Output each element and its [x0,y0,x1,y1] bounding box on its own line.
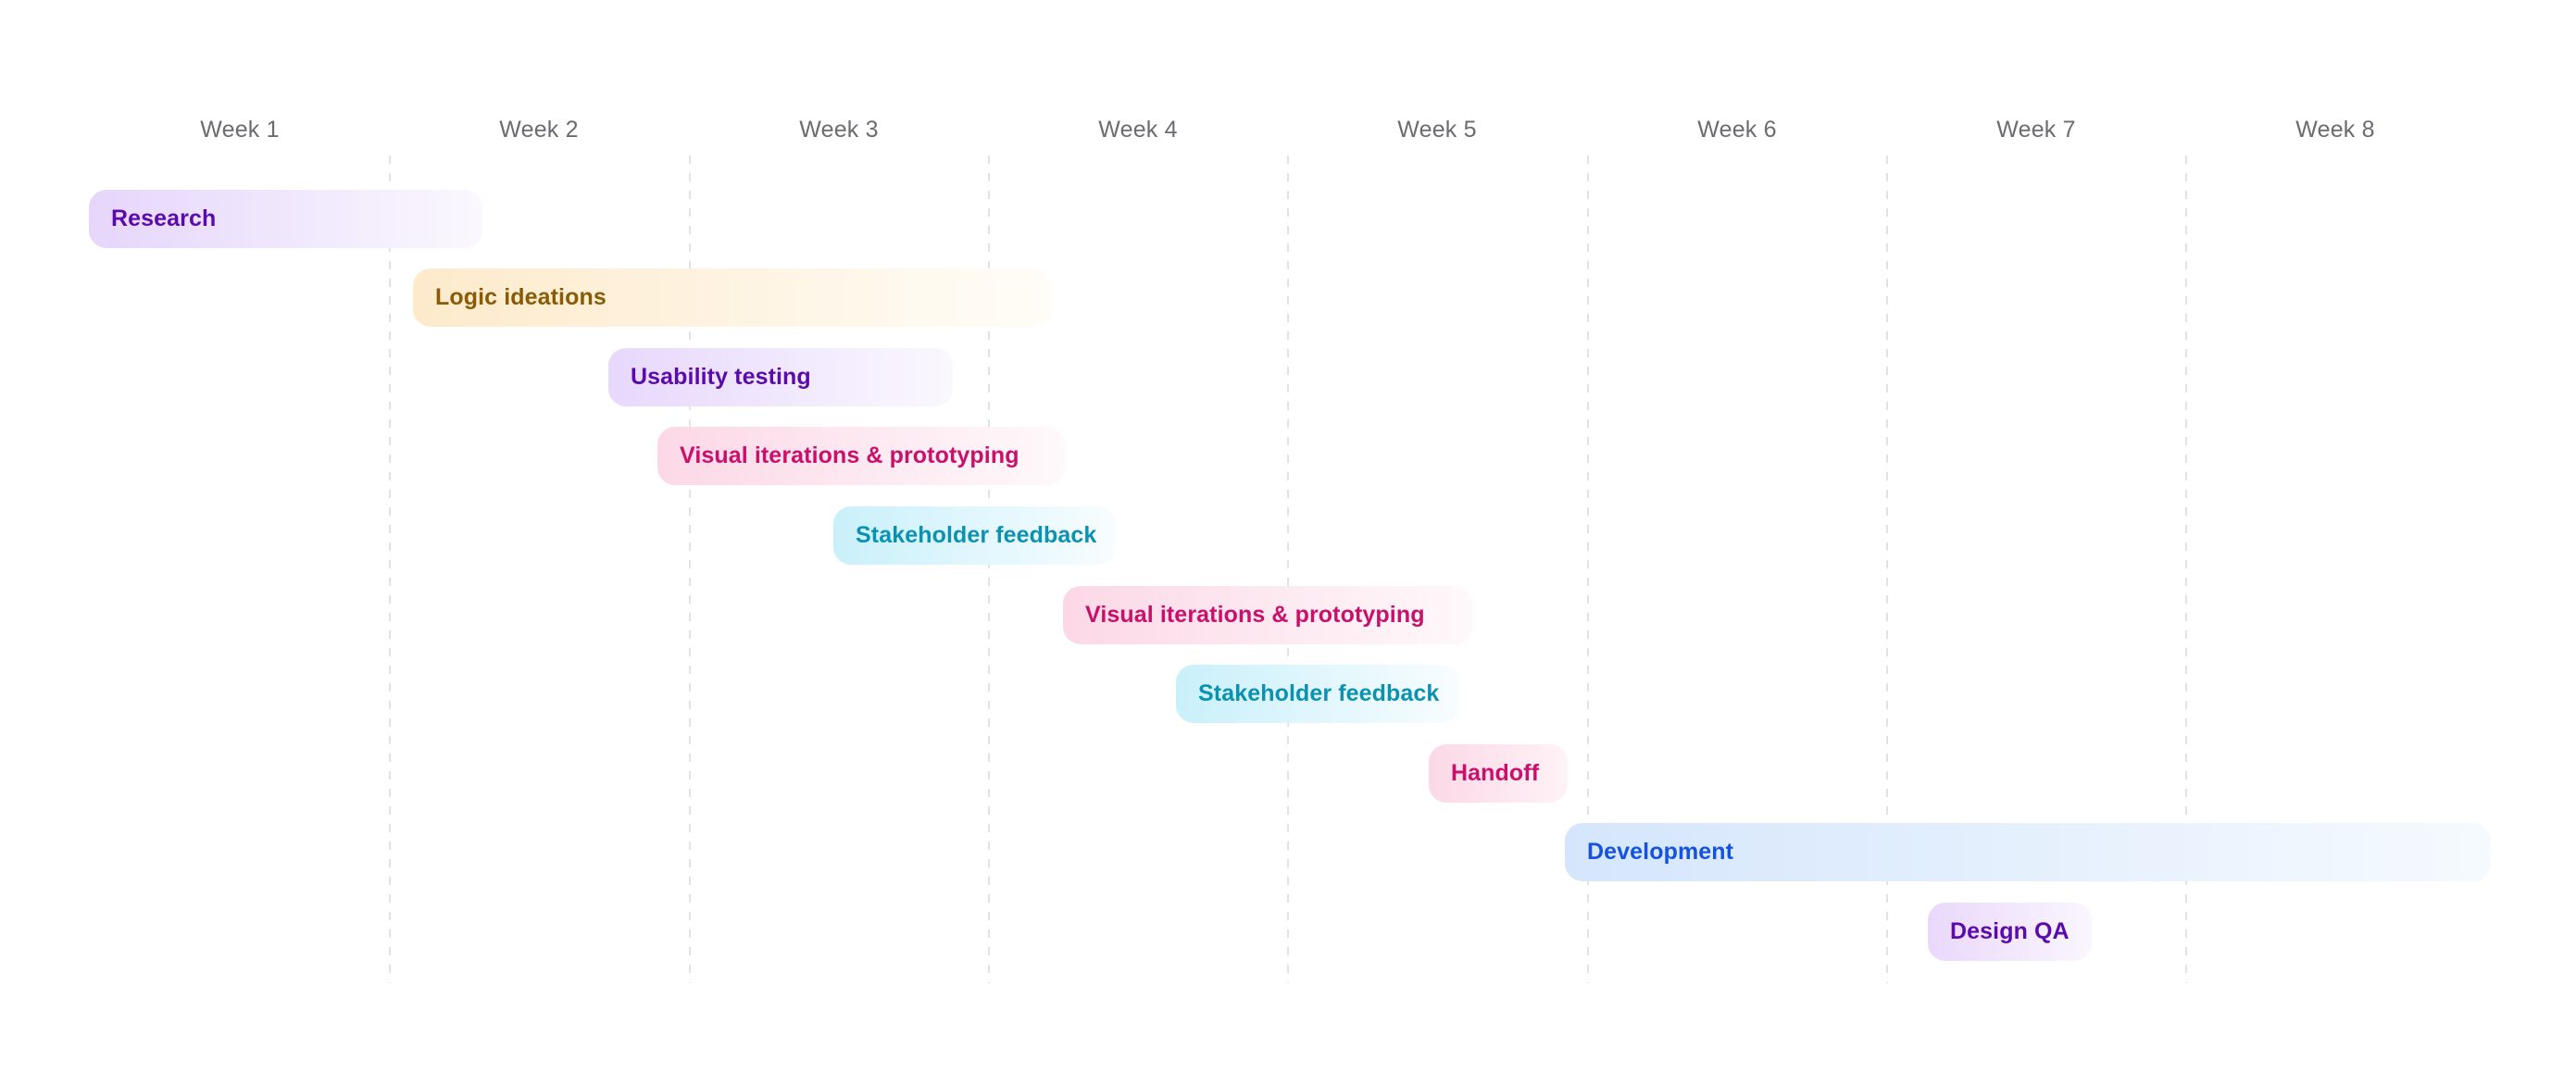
task-bar[interactable]: Research [89,190,482,248]
task-bar[interactable]: Stakeholder feedback [833,506,1116,565]
task-bar[interactable]: Usability testing [608,348,953,406]
task-bar[interactable]: Logic ideations [413,268,1052,327]
task-bar-label: Design QA [1950,918,2070,944]
task-bar-label: Stakeholder feedback [856,522,1097,548]
task-bar-label: Usability testing [631,364,811,390]
task-bar[interactable]: Stakeholder feedback [1176,665,1459,723]
task-bar-label: Development [1587,839,1734,865]
task-bar[interactable]: Visual iterations & prototyping [657,427,1065,485]
task-bar[interactable]: Design QA [1928,903,2092,961]
task-bar-label: Visual iterations & prototyping [1085,602,1425,628]
task-bar-label: Handoff [1451,760,1540,786]
task-bar-label: Research [111,206,217,231]
task-bar[interactable]: Visual iterations & prototyping [1063,586,1472,644]
task-bar-label: Logic ideations [435,284,606,310]
task-bar-label: Stakeholder feedback [1198,680,1440,706]
task-bar-label: Visual iterations & prototyping [680,443,1019,468]
task-bar[interactable]: Development [1565,823,2491,881]
task-bar[interactable]: Handoff [1429,744,1568,803]
